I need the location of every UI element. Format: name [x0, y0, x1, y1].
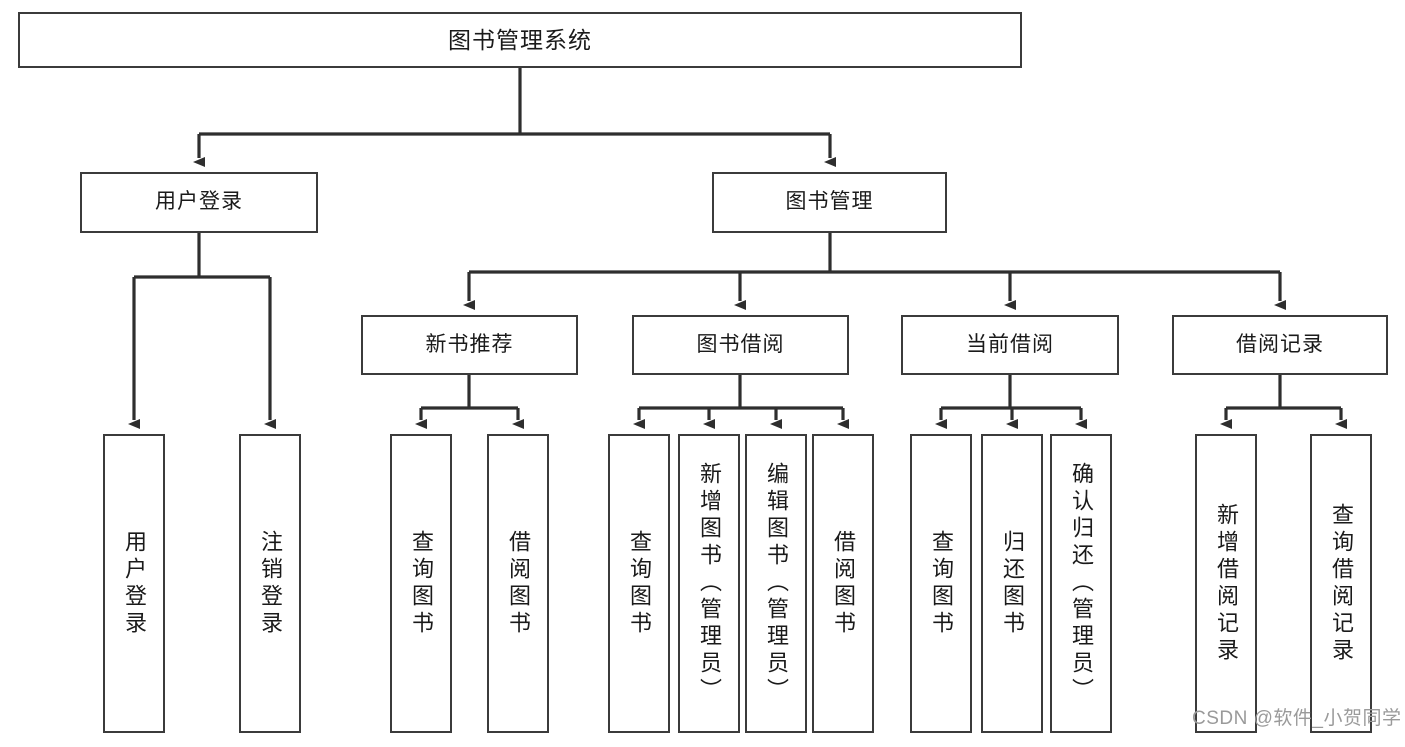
watermark: CSDN @软件_小贺同学 — [1192, 708, 1402, 729]
leaf-add-book-admin-label: 新增图书（管理员） — [697, 462, 722, 705]
node-root-label: 图书管理系统 — [448, 26, 592, 53]
leaf-query-book-borrow[interactable]: 查询图书 — [608, 434, 670, 733]
node-book-borrow-label: 图书借阅 — [696, 332, 785, 356]
node-user-login-label: 用户登录 — [155, 190, 243, 214]
leaf-add-book-admin[interactable]: 新增图书（管理员） — [678, 434, 740, 733]
leaf-query-book-recommend[interactable]: 查询图书 — [390, 434, 452, 733]
node-borrow-record[interactable]: 借阅记录 — [1172, 315, 1388, 375]
leaf-query-book-current[interactable]: 查询图书 — [910, 434, 972, 733]
leaf-return-book-label: 归还图书 — [1000, 529, 1025, 638]
node-borrow-record-label: 借阅记录 — [1236, 332, 1324, 356]
leaf-add-borrow-record-label: 新增借阅记录 — [1214, 502, 1239, 665]
leaf-confirm-return-admin[interactable]: 确认归还（管理员） — [1050, 434, 1112, 733]
leaf-return-book[interactable]: 归还图书 — [981, 434, 1043, 733]
leaf-query-borrow-record-label: 查询借阅记录 — [1329, 502, 1354, 665]
leaf-edit-book-admin-label: 编辑图书（管理员） — [764, 462, 789, 705]
leaf-add-borrow-record[interactable]: 新增借阅记录 — [1195, 434, 1257, 733]
leaf-borrow-book-label: 借阅图书 — [831, 529, 856, 638]
node-current-borrow[interactable]: 当前借阅 — [901, 315, 1119, 375]
leaf-query-book-recommend-label: 查询图书 — [409, 529, 434, 638]
node-new-book-recommend-label: 新书推荐 — [425, 332, 514, 356]
node-new-book-recommend[interactable]: 新书推荐 — [361, 315, 578, 375]
node-book-management[interactable]: 图书管理 — [712, 172, 947, 233]
node-user-login[interactable]: 用户登录 — [80, 172, 318, 233]
leaf-query-book-borrow-label: 查询图书 — [627, 529, 652, 638]
leaf-logout-label: 注销登录 — [258, 529, 283, 638]
node-book-borrow[interactable]: 图书借阅 — [632, 315, 849, 375]
leaf-user-login-label: 用户登录 — [122, 529, 147, 638]
leaf-confirm-return-admin-label: 确认归还（管理员） — [1069, 462, 1094, 705]
leaf-edit-book-admin[interactable]: 编辑图书（管理员） — [745, 434, 807, 733]
leaf-borrow-book-recommend-label: 借阅图书 — [506, 529, 531, 638]
node-root[interactable]: 图书管理系统 — [18, 12, 1022, 68]
leaf-logout[interactable]: 注销登录 — [239, 434, 301, 733]
leaf-user-login[interactable]: 用户登录 — [103, 434, 165, 733]
node-current-borrow-label: 当前借阅 — [966, 332, 1054, 356]
leaf-query-borrow-record[interactable]: 查询借阅记录 — [1310, 434, 1372, 733]
leaf-borrow-book-recommend[interactable]: 借阅图书 — [487, 434, 549, 733]
leaf-query-book-current-label: 查询图书 — [929, 529, 954, 638]
leaf-borrow-book[interactable]: 借阅图书 — [812, 434, 874, 733]
node-book-management-label: 图书管理 — [785, 190, 874, 214]
